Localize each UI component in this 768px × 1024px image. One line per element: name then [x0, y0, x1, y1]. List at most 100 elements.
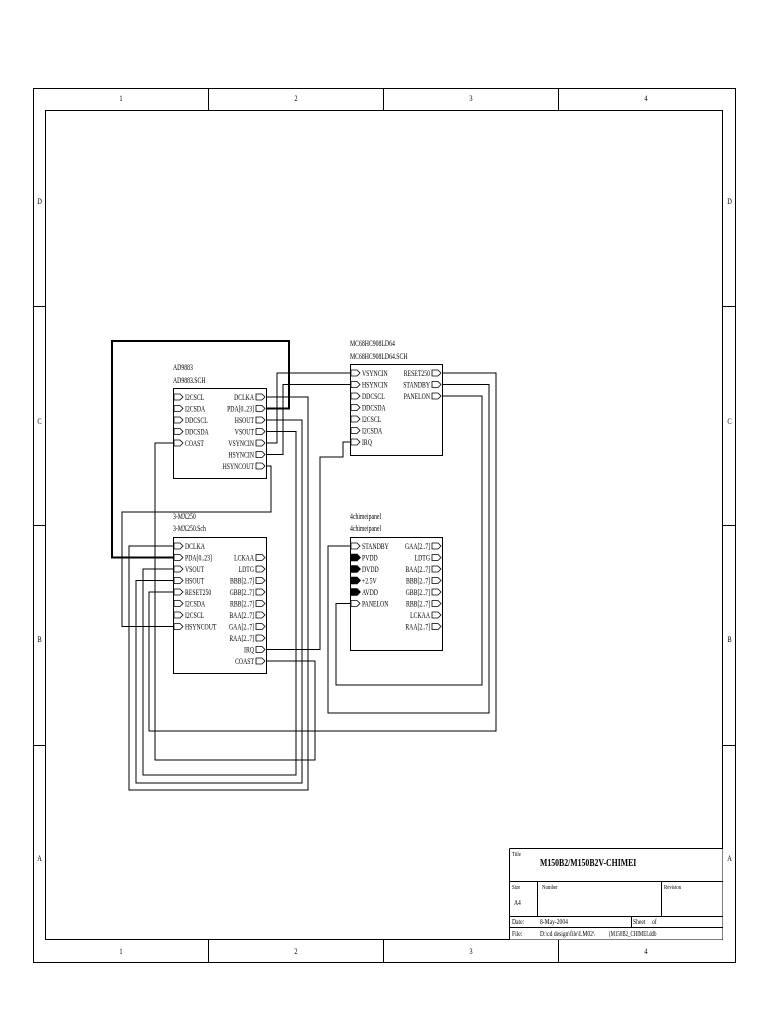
- port-shape: [255, 657, 266, 665]
- wire-standby: [327, 384, 490, 714]
- wire-vsyncin: [266, 372, 350, 444]
- column-labels-top: 1 2 3 4: [119, 94, 648, 103]
- port-label: PANELON: [362, 599, 389, 608]
- wire-reset250: [148, 372, 497, 732]
- port-label: GAA[2..7]: [229, 622, 254, 631]
- column-label: 2: [294, 947, 298, 956]
- port-label: IRQ: [362, 438, 373, 447]
- column-label: 1: [119, 947, 123, 956]
- sheet-symbol-ad9883: AD9883 AD9883.SCH I2CSCLI2CSDADDCSCLDDCS…: [173, 363, 267, 479]
- port-2-5v: +2.5V: [350, 576, 377, 586]
- file-path: D:\cd design\file\LM02\: [540, 930, 595, 938]
- port-lckaa: LCKAA: [410, 611, 442, 620]
- port-shape: [255, 611, 266, 619]
- port-i2csda: I2CSDA: [173, 404, 206, 414]
- title-block-background: [509, 848, 723, 940]
- port-shape: [255, 393, 266, 401]
- port-label: VSYNCIN: [228, 439, 254, 448]
- port-shape: [173, 588, 184, 596]
- port-label: I2CSDA: [185, 599, 206, 608]
- port-shape: [431, 588, 442, 596]
- port-vsout: VSOUT: [235, 427, 266, 437]
- sheet-symbol-designator: MC68HC908LD64: [350, 339, 395, 348]
- port-lckaa: LCKAA: [234, 553, 266, 563]
- port-label: COAST: [185, 439, 204, 448]
- sheet-symbol-designator: 3-MX250: [173, 512, 196, 521]
- port-coast: COAST: [173, 439, 204, 448]
- wire-irq: [266, 441, 350, 650]
- port-label: DVDD: [362, 565, 379, 574]
- port-shape: [173, 416, 184, 424]
- port-hsyncin: HSYNCIN: [228, 450, 266, 460]
- port-shape: [431, 600, 442, 607]
- column-label: 1: [119, 94, 123, 103]
- column-label: 3: [469, 947, 473, 956]
- port-shape: [255, 405, 266, 412]
- port-hsyncout: HSYNCOUT: [173, 622, 217, 632]
- port-shape: [255, 577, 266, 584]
- port-shape: [350, 404, 361, 411]
- port-ldtg: LDTG: [239, 565, 266, 574]
- row-label: B: [37, 635, 41, 644]
- row-label: A: [727, 854, 732, 863]
- port-shape: [350, 438, 361, 446]
- port-standby: STANDBY: [403, 380, 442, 390]
- port-label: RBB[2..7]: [230, 599, 254, 608]
- port-ldtg: LDTG: [415, 553, 442, 563]
- size-value: A4: [514, 899, 522, 907]
- port-label: DCLKA: [185, 542, 205, 551]
- port-label: PVDD: [362, 553, 378, 562]
- port-label: BAA[2..7]: [229, 611, 254, 620]
- column-label: 4: [644, 94, 648, 103]
- port-shape: [350, 415, 361, 423]
- port-label: STANDBY: [362, 542, 389, 551]
- port-shape: [173, 393, 184, 401]
- port-label: LCKAA: [410, 611, 430, 620]
- wires: [110, 339, 497, 791]
- port-label: HSOUT: [185, 576, 205, 585]
- port-baa-2-7: BAA[2..7]: [405, 565, 442, 574]
- port-gbb-2-7: GBB[2..7]: [230, 588, 266, 597]
- date-value: 8-May-2004: [540, 918, 569, 926]
- port-label: HSYNCIN: [362, 380, 388, 389]
- port-label: +2.5V: [362, 576, 377, 585]
- wire-hsout: [135, 419, 303, 784]
- file-label: File:: [512, 930, 522, 938]
- row-label: C: [37, 417, 41, 426]
- file-name: (M150B2_CHIMEI.ddb: [609, 930, 656, 938]
- port-label: IRQ: [244, 645, 255, 654]
- wire-vsout: [142, 431, 297, 776]
- port-label: GBB[2..7]: [406, 588, 430, 597]
- port-shape: [173, 428, 184, 435]
- port-avdd: AVDD: [350, 588, 378, 597]
- port-shape: [173, 542, 184, 550]
- port-coast: COAST: [235, 657, 266, 666]
- port-shape: [431, 623, 442, 630]
- row-label: D: [727, 197, 732, 206]
- port-shape: [255, 462, 266, 470]
- port-vsout: VSOUT: [173, 565, 205, 574]
- port-label: LCKAA: [234, 553, 254, 562]
- port-hsout: HSOUT: [173, 576, 205, 586]
- column-labels-bottom: 1 2 3 4: [119, 947, 648, 956]
- port-label: HSYNCIN: [228, 450, 254, 459]
- port-shape: [255, 634, 266, 642]
- port-gbb-2-7: GBB[2..7]: [406, 588, 442, 597]
- port-label: AVDD: [362, 588, 378, 597]
- port-dclka: DCLKA: [173, 542, 205, 551]
- size-label: Size: [512, 885, 521, 892]
- wire-hsyncout: [121, 465, 272, 627]
- port-shape: [173, 565, 184, 573]
- port-i2cscl: I2CSCL: [173, 393, 204, 402]
- column-label: 4: [644, 947, 648, 956]
- port-shape: [173, 611, 184, 619]
- port-label: GBB[2..7]: [230, 588, 254, 597]
- port-hsyncin: HSYNCIN: [350, 380, 388, 390]
- port-reset250: RESET250: [173, 588, 212, 597]
- port-label: I2CSCL: [185, 393, 204, 402]
- title-block: Title M150B2/M150B2V-CHIMEI Size A4 Numb…: [509, 848, 723, 940]
- port-shape: [350, 381, 361, 388]
- port-shape: [173, 623, 184, 630]
- port-irq: IRQ: [350, 438, 373, 447]
- row-labels-left: D C B A: [37, 197, 42, 863]
